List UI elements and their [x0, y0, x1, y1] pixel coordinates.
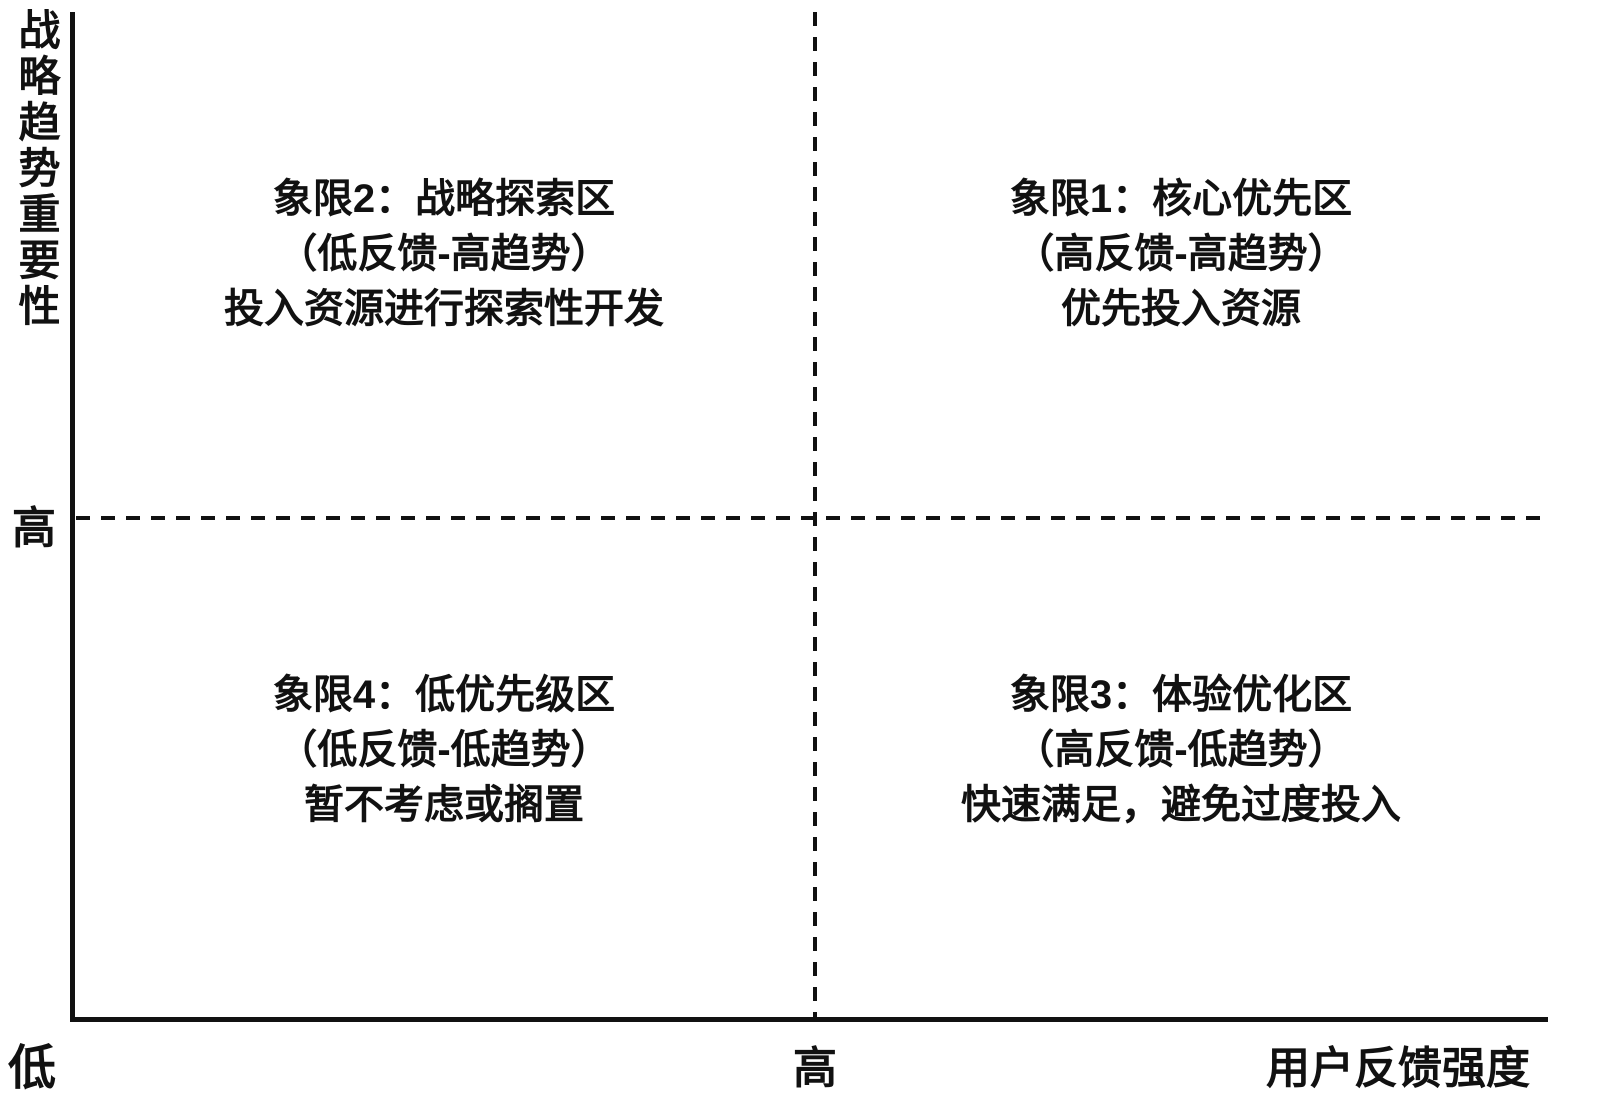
quadrant-1-action: 优先投入资源	[1061, 287, 1301, 332]
quadrant-4-action: 暂不考虑或搁置	[304, 783, 584, 828]
x-axis-line	[70, 1017, 1548, 1022]
quadrant-3-subtitle: （高反馈-低趋势）	[1014, 728, 1348, 773]
quadrant-2-title: 象限2：战略探索区	[272, 177, 616, 221]
quadrant-1-title: 象限1：核心优先区	[1009, 177, 1353, 221]
y-axis-line	[70, 12, 75, 1022]
vertical-dashed-divider	[813, 12, 817, 1017]
x-axis-title: 用户反馈强度	[1266, 1044, 1530, 1093]
quadrant-4-subtitle: （低反馈-低趋势）	[277, 728, 611, 773]
horizontal-dashed-divider	[76, 516, 1546, 520]
y-axis-low-tick-label: 低	[8, 1042, 57, 1095]
y-axis-title: 战略趋势重要性	[13, 8, 60, 330]
quadrant-1-block: 象限1：核心优先区 （高反馈-高趋势） 优先投入资源	[817, 172, 1545, 338]
quadrant-3-title: 象限3：体验优化区	[1009, 673, 1353, 717]
quadrant-1-subtitle: （高反馈-高趋势）	[1014, 232, 1348, 277]
quadrant-2-block: 象限2：战略探索区 （低反馈-高趋势） 投入资源进行探索性开发	[75, 172, 813, 338]
x-axis-high-tick-label: 高	[793, 1044, 837, 1093]
quadrant-3-action: 快速满足，避免过度投入	[961, 783, 1401, 828]
quadrant-3-block: 象限3：体验优化区 （高反馈-低趋势） 快速满足，避免过度投入	[817, 668, 1545, 834]
quadrant-4-block: 象限4：低优先级区 （低反馈-低趋势） 暂不考虑或搁置	[75, 668, 813, 834]
quadrant-4-title: 象限4：低优先级区	[272, 673, 616, 717]
quadrant-2-action: 投入资源进行探索性开发	[224, 287, 664, 332]
quadrant-2-subtitle: （低反馈-高趋势）	[277, 232, 611, 277]
y-axis-high-tick-label: 高	[12, 504, 56, 553]
